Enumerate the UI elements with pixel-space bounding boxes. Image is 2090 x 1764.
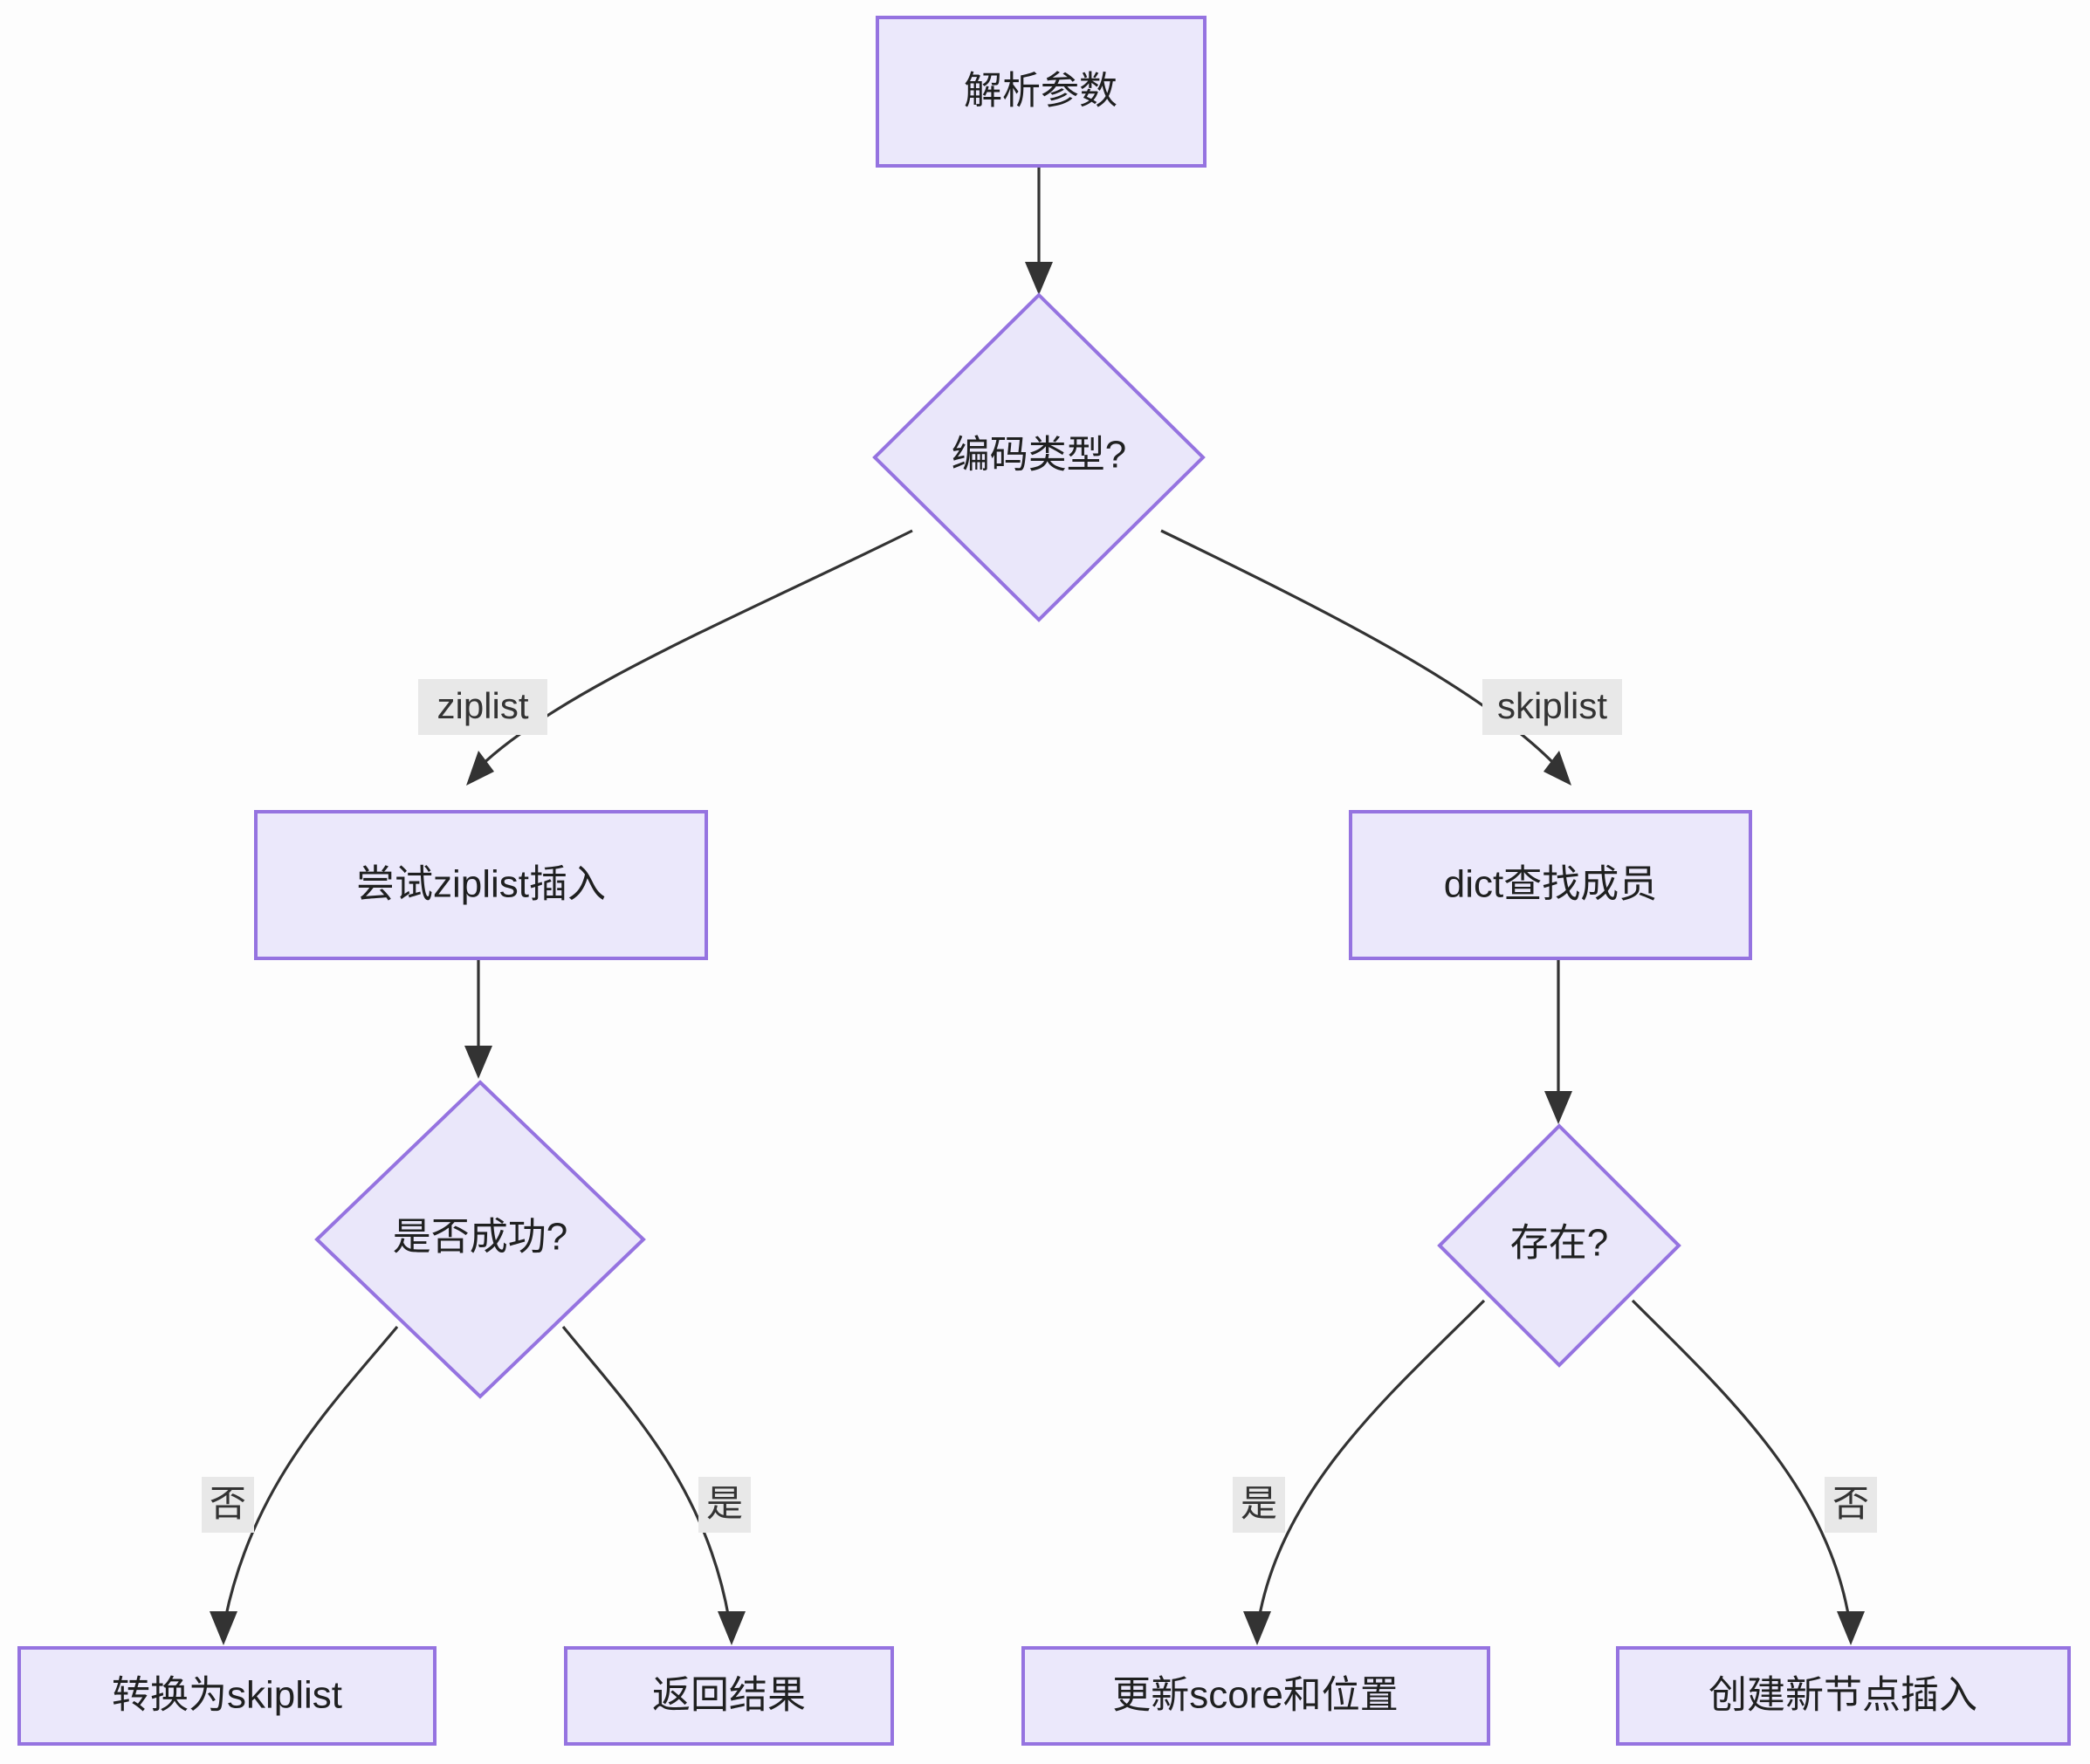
node-shape-diamond[interactable]	[872, 292, 1206, 622]
arrow-head-icon	[210, 1611, 237, 1645]
node-label: 转换为skiplist	[112, 1674, 342, 1717]
node-exists-decision[interactable]: 存在?	[1437, 1123, 1681, 1368]
node-shape-rect[interactable]	[1021, 1646, 1490, 1746]
node-label: dict查找成员	[1444, 863, 1657, 906]
node-label: 解析参数	[964, 70, 1117, 113]
edge-label-text: 否	[1832, 1483, 1869, 1524]
nodes-layer: 解析参数 编码类型? 尝试ziplist插入 dict查找成员 是否成功?	[17, 16, 2071, 1746]
edge-ziplist-insert-to-success	[464, 960, 492, 1079]
edge-label-success-yes: 是	[698, 1477, 751, 1533]
edge-dict-lookup-to-exists	[1544, 960, 1572, 1124]
edge-label-exists-no: 否	[1825, 1477, 1877, 1533]
edge-label-success-no: 否	[202, 1477, 254, 1533]
node-shape-diamond[interactable]	[314, 1080, 646, 1399]
node-parse-params[interactable]: 解析参数	[876, 16, 1207, 168]
node-return-result[interactable]: 返回结果	[564, 1646, 894, 1746]
edge-parse-to-encoding	[1025, 168, 1053, 295]
arrow-head-icon	[464, 1046, 492, 1079]
node-label: 是否成功?	[393, 1216, 567, 1259]
edge-encoding-to-ziplist-insert	[466, 529, 913, 786]
edge-line	[223, 1325, 399, 1620]
edge-label-text: skiplist	[1497, 685, 1607, 726]
edge-label-ziplist: ziplist	[418, 679, 547, 735]
edge-encoding-to-dict-lookup	[1160, 529, 1571, 786]
edge-line	[561, 1325, 731, 1620]
edge-label-text: 是	[1241, 1483, 1277, 1524]
node-try-ziplist-insert[interactable]: 尝试ziplist插入	[254, 810, 708, 960]
node-shape-rect[interactable]	[876, 16, 1207, 168]
edge-label-background	[1233, 1477, 1285, 1533]
arrow-head-icon	[1543, 751, 1571, 786]
edge-label-text: 是	[706, 1483, 743, 1524]
node-shape-diamond[interactable]	[1437, 1123, 1681, 1368]
node-shape-rect[interactable]	[17, 1646, 437, 1746]
edge-exists-no-to-create-node	[1631, 1299, 1865, 1645]
edge-label-background	[1825, 1477, 1877, 1533]
arrow-head-icon	[1837, 1611, 1865, 1645]
edge-label-background	[418, 679, 547, 735]
node-dict-find-member[interactable]: dict查找成员	[1349, 810, 1752, 960]
node-label: 创建新节点插入	[1708, 1674, 1977, 1717]
edge-line	[1631, 1299, 1851, 1620]
node-label: 存在?	[1510, 1222, 1608, 1265]
node-success-decision[interactable]: 是否成功?	[314, 1080, 646, 1399]
node-shape-rect[interactable]	[564, 1646, 894, 1746]
arrow-head-icon	[718, 1611, 746, 1645]
node-label: 更新score和位置	[1112, 1674, 1399, 1717]
edge-label-exists-yes: 是	[1233, 1477, 1285, 1533]
edge-label-background	[698, 1477, 751, 1533]
node-label: 尝试ziplist插入	[356, 863, 606, 906]
edge-exists-yes-to-update-score	[1243, 1299, 1486, 1645]
edge-line	[1160, 529, 1560, 770]
node-shape-rect[interactable]	[1616, 1646, 2071, 1746]
node-shape-rect[interactable]	[1349, 810, 1752, 960]
node-label: 编码类型?	[952, 434, 1126, 477]
edge-success-no-to-convert-skiplist	[210, 1325, 399, 1645]
node-shape-rect[interactable]	[254, 810, 708, 960]
edge-success-yes-to-return-result	[561, 1325, 746, 1645]
edge-line	[477, 529, 913, 770]
arrow-head-icon	[1544, 1091, 1572, 1124]
edge-label-text: ziplist	[437, 685, 528, 726]
edge-label-skiplist: skiplist	[1482, 679, 1622, 735]
node-update-score-position[interactable]: 更新score和位置	[1021, 1646, 1490, 1746]
edge-label-text: 否	[210, 1483, 246, 1524]
node-convert-to-skiplist[interactable]: 转换为skiplist	[17, 1646, 437, 1746]
node-create-new-node-insert[interactable]: 创建新节点插入	[1616, 1646, 2071, 1746]
edges-layer	[210, 168, 1865, 1645]
edge-label-background	[202, 1477, 254, 1533]
node-label: 返回结果	[652, 1674, 806, 1717]
arrow-head-icon	[1025, 262, 1053, 295]
arrow-head-icon	[466, 751, 494, 786]
arrow-head-icon	[1243, 1611, 1271, 1645]
edge-label-background	[1482, 679, 1622, 735]
edge-labels-layer: ziplist skiplist 否 是 是 否	[202, 679, 1877, 1533]
node-encoding-type-decision[interactable]: 编码类型?	[872, 292, 1206, 622]
edge-line	[1257, 1299, 1486, 1620]
